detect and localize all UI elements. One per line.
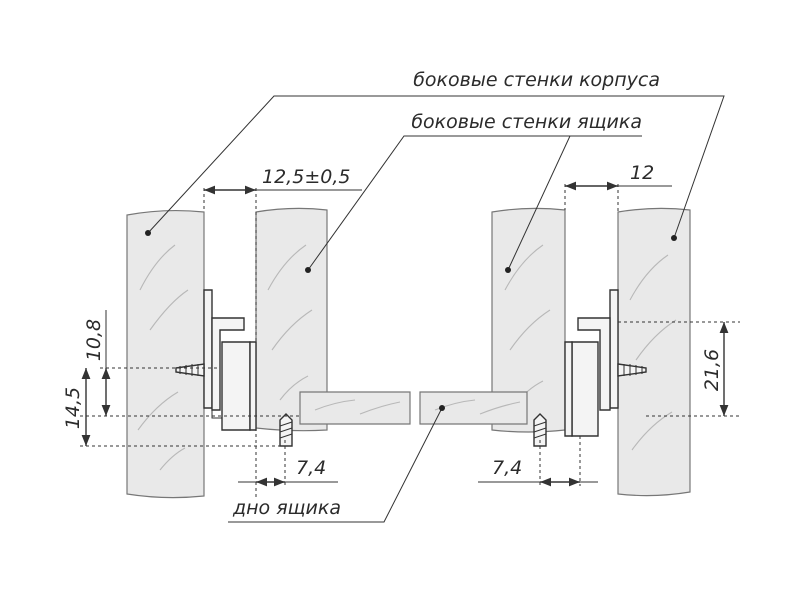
dim-height-left-a: 10,8: [83, 319, 105, 361]
right-drawer-bottom-screw: [533, 413, 547, 447]
right-cabinet-side-panel: [617, 207, 691, 497]
right-slide-screw: [617, 363, 647, 377]
dim-height-right: 21,6: [701, 349, 723, 391]
right-slide-rail: [564, 289, 619, 437]
left-slide-screw: [175, 363, 205, 377]
dim-bottom-offset-left: 7,4: [296, 457, 326, 479]
dim-gap-right: 12: [630, 162, 654, 184]
label-drawer-sides: боковые стенки ящика: [411, 111, 642, 133]
dim-gap-left: 12,5±0,5: [262, 166, 350, 188]
dim-bottom-offset-right: 7,4: [492, 457, 522, 479]
dim-gap-left-value: 12,5: [262, 166, 304, 188]
left-cabinet-side-panel: [126, 209, 205, 499]
leader-cabinet-sides: [145, 95, 725, 241]
leader-drawer-sides: [305, 135, 642, 273]
dim-height-left-b: 14,5: [62, 387, 84, 429]
label-cabinet-sides: боковые стенки корпуса: [413, 69, 660, 91]
label-drawer-bottom: дно ящика: [232, 497, 341, 519]
leader-drawer-bottom: [228, 405, 445, 523]
dim-gap-left-tolerance: ±0,5: [304, 166, 350, 188]
left-slide-rail: [203, 289, 257, 431]
drawer-bottom-board: [299, 391, 528, 425]
left-drawer-bottom-screw: [279, 413, 293, 447]
left-drawer-side-panel: [255, 207, 328, 432]
